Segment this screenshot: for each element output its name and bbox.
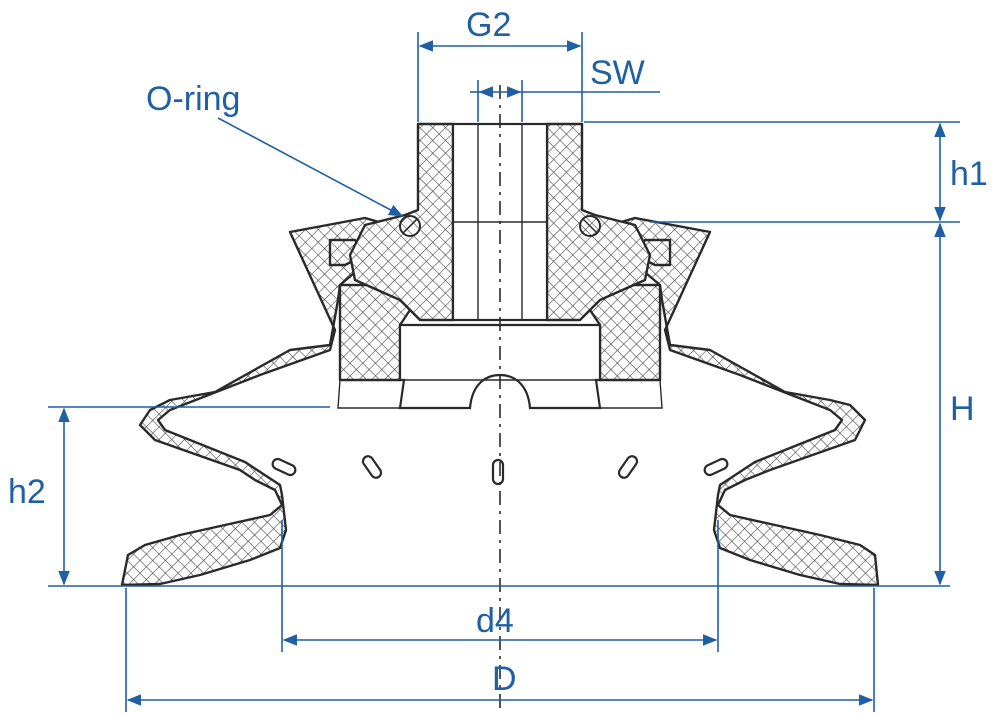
label-oring: O-ring (146, 80, 240, 118)
label-H: H (950, 390, 975, 428)
dimension-lines (48, 32, 960, 712)
label-h2: h2 (8, 473, 46, 511)
label-h1: h1 (950, 155, 988, 193)
label-D: D (492, 660, 517, 698)
label-d4: d4 (476, 602, 514, 640)
o-ring-seals (399, 215, 601, 237)
bellows-left (120, 216, 402, 587)
label-sw: SW (590, 54, 645, 92)
bellows-slots (271, 455, 729, 486)
bellows-right (598, 216, 880, 587)
label-g2: G2 (466, 6, 511, 44)
